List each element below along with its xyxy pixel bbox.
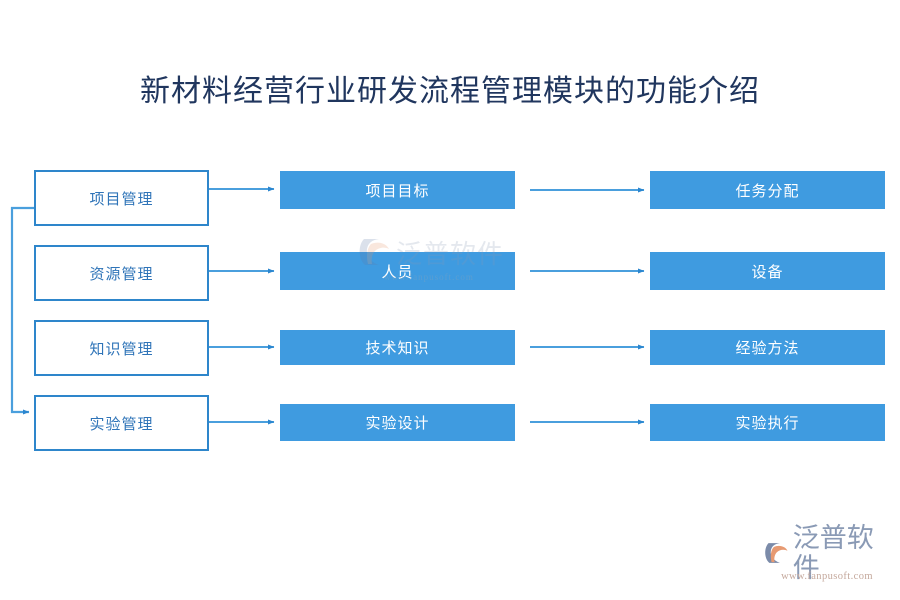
node-stage1-technical-knowledge[interactable]: 技术知识: [280, 330, 515, 365]
node-stage1-experiment-design[interactable]: 实验设计: [280, 404, 515, 441]
node-stage2-experiment-execution[interactable]: 实验执行: [650, 404, 885, 441]
node-stage2-task-assignment[interactable]: 任务分配: [650, 171, 885, 209]
brand-name: 泛普软件: [792, 523, 874, 583]
node-stage2-equipment[interactable]: 设备: [650, 252, 885, 290]
node-module-project[interactable]: 项目管理: [34, 170, 209, 226]
node-stage1-project-goal[interactable]: 项目目标: [280, 171, 515, 209]
brand-logo: 泛普软件 www.fanpusoft.com: [764, 523, 890, 592]
node-stage1-personnel[interactable]: 人员: [280, 252, 515, 290]
connector-module1-to-module4: [10, 206, 34, 415]
node-module-experiment[interactable]: 实验管理: [34, 395, 209, 451]
node-module-resource[interactable]: 资源管理: [34, 245, 209, 301]
page-title: 新材料经营行业研发流程管理模块的功能介绍: [140, 75, 760, 108]
node-module-knowledge[interactable]: 知识管理: [34, 320, 209, 376]
node-stage2-experience-method[interactable]: 经验方法: [650, 330, 885, 365]
fanpu-leaf-logo-icon: [765, 543, 788, 563]
brand-url: www.fanpusoft.com: [781, 571, 873, 582]
